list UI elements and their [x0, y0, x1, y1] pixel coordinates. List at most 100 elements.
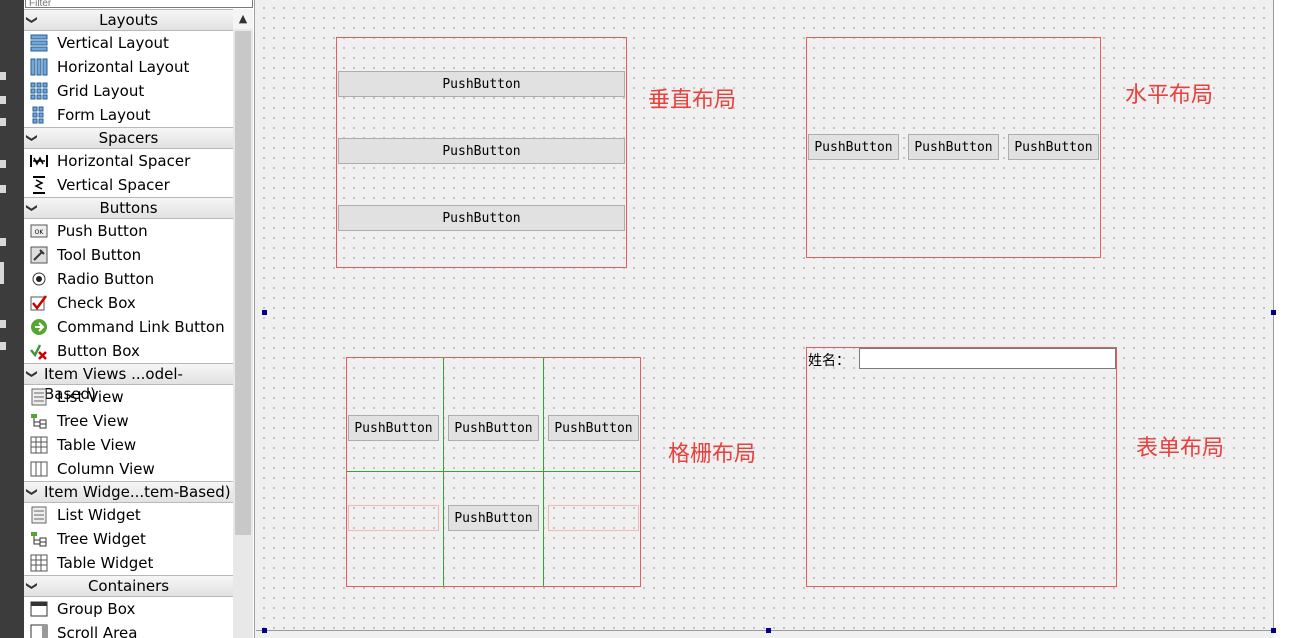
name-field-label: 姓名： — [808, 353, 850, 369]
vertical-spacer-icon — [30, 176, 48, 194]
horizontal-layout-label: 水平布局 — [1125, 83, 1214, 108]
category-title: Item Views ...odel-Based) — [44, 365, 183, 403]
widget-list-scrollbar[interactable]: ▲ — [233, 9, 253, 638]
table-view-icon — [30, 436, 48, 454]
filter-input[interactable] — [25, 0, 253, 8]
widget-item-label: Group Box — [57, 600, 136, 618]
widget-item[interactable]: Group Box — [24, 597, 233, 621]
widget-item[interactable]: Column View — [24, 457, 233, 481]
widget-item-label: List View — [57, 388, 124, 406]
category-header[interactable]: ❯Item Widge...tem-Based) — [24, 481, 233, 503]
widget-item[interactable]: Table Widget — [24, 551, 233, 575]
category-title: Buttons — [99, 199, 158, 217]
scrollbar-thumb[interactable] — [235, 31, 251, 535]
widget-item-label: Form Layout — [57, 106, 151, 124]
widget-item-label: Horizontal Layout — [57, 58, 190, 76]
widget-item[interactable]: Command Link Button — [24, 315, 233, 339]
resize-handle[interactable] — [1271, 628, 1276, 633]
category-title: Layouts — [99, 11, 158, 29]
vertical-layout-box[interactable]: PushButton PushButton PushButton — [336, 37, 627, 268]
grid-line — [543, 358, 544, 586]
form-canvas[interactable]: PushButton PushButton PushButton 垂直布局 Pu… — [256, 0, 1274, 631]
widget-item-label: Horizontal Spacer — [57, 152, 191, 170]
push-button[interactable]: PushButton — [448, 505, 539, 531]
chevron-down-icon: ❯ — [25, 369, 39, 379]
widget-item-label: Grid Layout — [57, 82, 145, 100]
widget-item-label: Table Widget — [57, 554, 154, 572]
push-button[interactable]: PushButton — [1008, 134, 1099, 160]
horizontal-layout-icon — [30, 58, 48, 76]
widget-item-label: Tree View — [57, 412, 129, 430]
push-button[interactable]: PushButton — [338, 71, 625, 97]
widget-item-label: Radio Button — [57, 270, 155, 288]
widget-item-label: Command Link Button — [57, 318, 225, 336]
list-view-icon — [30, 388, 48, 406]
grid-layout-icon — [30, 82, 48, 100]
table-widget-icon — [30, 554, 48, 572]
widget-item[interactable]: Horizontal Spacer — [24, 149, 233, 173]
widget-item[interactable]: Tree Widget — [24, 527, 233, 551]
push-button[interactable]: PushButton — [448, 415, 539, 441]
widget-item-label: Vertical Spacer — [57, 176, 170, 194]
form-layout-label: 表单布局 — [1136, 436, 1225, 461]
category-title: Spacers — [98, 129, 159, 147]
push-button[interactable]: PushButton — [548, 415, 639, 441]
horizontal-spacer-icon — [30, 152, 48, 170]
widget-item-label: Button Box — [57, 342, 140, 360]
widget-item[interactable]: Vertical Spacer — [24, 173, 233, 197]
widget-item-label: Tree Widget — [57, 530, 146, 548]
widget-item[interactable]: Horizontal Layout — [24, 55, 233, 79]
grid-layout-box[interactable]: PushButton PushButton PushButton PushBut… — [346, 357, 641, 587]
widget-item-label: Table View — [57, 436, 137, 454]
widget-item[interactable]: List Widget — [24, 503, 233, 527]
grid-layout-label: 格栅布局 — [668, 442, 757, 467]
button-box-icon — [30, 342, 48, 360]
empty-grid-cell — [348, 505, 439, 531]
radio-button-icon — [30, 270, 48, 288]
push-button[interactable]: PushButton — [338, 205, 625, 231]
tree-widget-icon — [30, 530, 48, 548]
category-header[interactable]: ❯ Spacers — [24, 127, 233, 149]
widget-item[interactable]: Radio Button — [24, 267, 233, 291]
push-button[interactable]: PushButton — [908, 134, 999, 160]
resize-handle[interactable] — [766, 628, 771, 633]
resize-handle[interactable] — [1271, 310, 1276, 315]
push-button[interactable]: PushButton — [808, 134, 899, 160]
category-header[interactable]: ❯ Buttons — [24, 197, 233, 219]
left-toolbar-strip — [0, 0, 24, 638]
resize-handle[interactable] — [262, 310, 267, 315]
resize-handle[interactable] — [262, 628, 267, 633]
widget-item[interactable]: Form Layout — [24, 103, 233, 127]
widget-item[interactable]: Button Box — [24, 339, 233, 363]
scroll-up-icon[interactable]: ▲ — [233, 9, 253, 29]
push-button[interactable]: PushButton — [348, 415, 439, 441]
chevron-down-icon: ❯ — [25, 203, 39, 213]
widget-item[interactable]: Grid Layout — [24, 79, 233, 103]
category-header[interactable]: ❯Containers — [24, 575, 233, 597]
widget-item[interactable]: Check Box — [24, 291, 233, 315]
category-title: Containers — [87, 577, 170, 595]
name-input[interactable] — [859, 348, 1116, 369]
list-widget-icon — [30, 506, 48, 524]
widget-item[interactable]: Tree View — [24, 409, 233, 433]
widget-item[interactable]: Scroll Area — [24, 621, 233, 638]
vertical-layout-label: 垂直布局 — [648, 88, 737, 113]
category-title: Item Widge...tem-Based) — [44, 483, 231, 501]
right-panel — [1274, 0, 1309, 638]
form-layout-icon — [30, 106, 48, 124]
vertical-layout-icon — [30, 34, 48, 52]
horizontal-layout-box[interactable]: PushButton PushButton PushButton — [806, 37, 1101, 258]
widget-item[interactable]: List View — [24, 385, 233, 409]
chevron-down-icon: ❯ — [25, 15, 39, 25]
widget-item[interactable]: Tool Button — [24, 243, 233, 267]
chevron-down-icon: ❯ — [25, 133, 39, 143]
category-header[interactable]: ❯ Layouts — [24, 9, 233, 31]
grid-line — [443, 358, 444, 586]
category-header[interactable]: ❯ Item Views ...odel-Based) — [24, 363, 233, 403]
form-layout-box[interactable]: 姓名： — [806, 347, 1117, 587]
push-button[interactable]: PushButton — [338, 138, 625, 164]
widget-item[interactable]: Vertical Layout — [24, 31, 233, 55]
widget-item-label: Check Box — [57, 294, 136, 312]
widget-item[interactable]: Table View — [24, 433, 233, 457]
